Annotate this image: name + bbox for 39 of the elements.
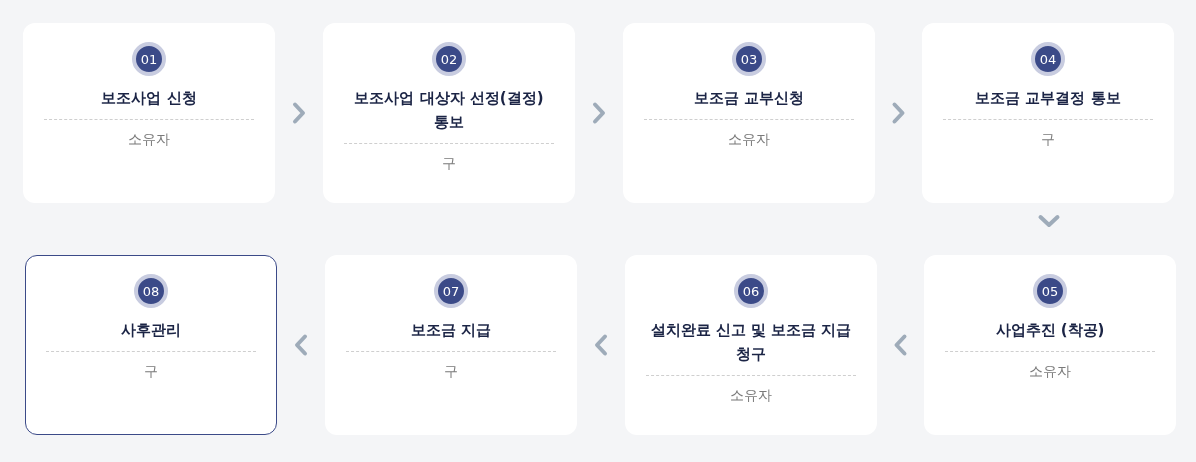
chevron-arrow	[894, 334, 907, 356]
step-card	[924, 255, 1176, 435]
step-title: 설치완료 신고 및 보조금 지급 청구	[649, 320, 853, 365]
step-title: 보조사업 대상자 선정(결정) 통보	[353, 88, 545, 133]
chevron-arrow	[1038, 215, 1060, 227]
step-actor: 구	[444, 362, 458, 381]
step-card	[23, 23, 275, 203]
chevron-arrow	[593, 102, 605, 124]
step-card	[323, 23, 575, 203]
chevron-arrow	[892, 102, 905, 124]
step-number-badge: 07	[434, 274, 468, 308]
step-title: 사업추진 (착공)	[995, 320, 1105, 341]
step-actor: 소유자	[128, 130, 170, 149]
step-card	[325, 255, 577, 435]
step-actor: 구	[442, 154, 456, 173]
step-card	[623, 23, 875, 203]
step-number-badge: 06	[734, 274, 768, 308]
step-title: 사후관리	[121, 320, 181, 341]
step-number-badge: 01	[132, 42, 166, 76]
step-actor: 구	[144, 362, 158, 381]
chevron-arrow	[293, 102, 305, 124]
step-number-badge: 03	[732, 42, 766, 76]
step-actor: 소유자	[728, 130, 770, 149]
step-card	[625, 255, 877, 435]
chevron-arrow	[295, 334, 307, 356]
step-actor: 소유자	[730, 386, 772, 405]
step-title: 보조금 교부신청	[693, 88, 805, 109]
step-card	[25, 255, 277, 435]
step-number-badge: 08	[134, 274, 168, 308]
chevron-arrow	[595, 334, 607, 356]
step-title: 보조사업 신청	[101, 88, 197, 109]
step-title: 보조금 교부결정 통보	[975, 88, 1121, 109]
step-actor: 소유자	[1029, 362, 1071, 381]
step-title: 보조금 지급	[410, 320, 492, 341]
step-card	[922, 23, 1174, 203]
step-actor: 구	[1041, 130, 1055, 149]
step-number-badge: 04	[1031, 42, 1065, 76]
step-number-badge: 05	[1033, 274, 1067, 308]
step-number-badge: 02	[432, 42, 466, 76]
